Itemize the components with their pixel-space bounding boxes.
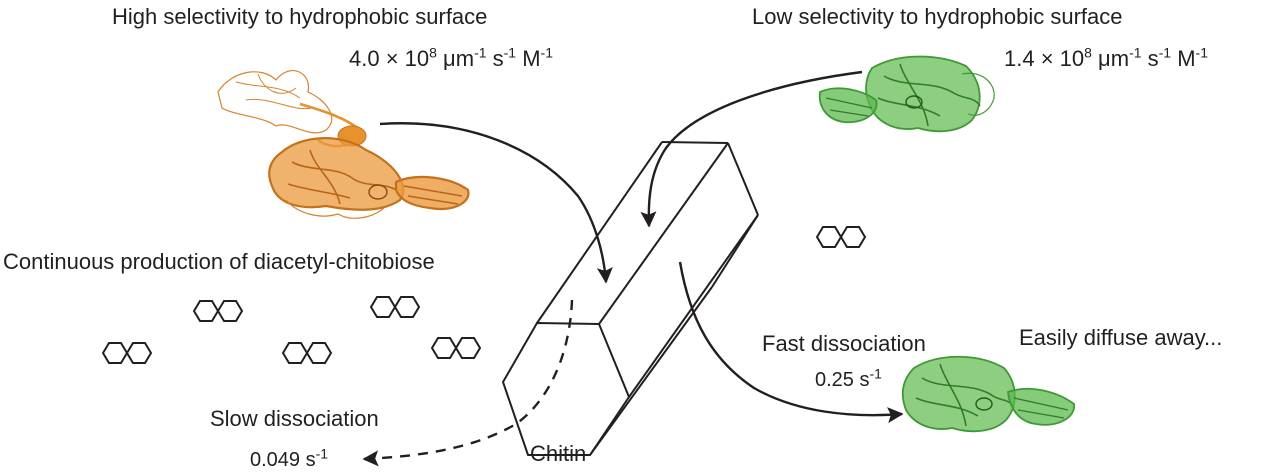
chitobiose-molecule (193, 300, 243, 322)
slow-dissociation-label: Slow dissociation (210, 406, 379, 431)
chitobiose-molecule (370, 296, 420, 318)
right-enzyme-rate: 1.4 × 108 μm-1 s-1 M-1 (1004, 44, 1208, 71)
left-enzyme-rate: 4.0 × 108 μm-1 s-1 M-1 (349, 44, 553, 71)
arrow-high-selectivity-binding (379, 122, 613, 284)
diffuse-label: Easily diffuse away... (1019, 325, 1223, 350)
chitobiose-molecule (816, 226, 866, 248)
chitin-label: Chitin (530, 441, 587, 466)
production-label: Continuous production of diacetyl-chitob… (3, 249, 435, 274)
arrow-slow-dissociation (362, 299, 574, 467)
left-enzyme-title-text: High selectivity to hydrophobic surface (112, 4, 488, 29)
slow-dissociation-rate: 0.049 s-1 (250, 445, 329, 471)
left-enzyme-structure (217, 70, 470, 219)
fast-dissociation-rate: 0.25 s-1 (815, 365, 882, 391)
right-enzyme-structure-top (818, 55, 995, 133)
chitobiose-molecule (282, 342, 332, 364)
right-enzyme-title: Low selectivity to hydrophobic surface (752, 4, 1123, 30)
right-enzyme-title-text: Low selectivity to hydrophobic surface (752, 4, 1123, 29)
left-enzyme-title: High selectivity to hydrophobic surface (112, 4, 487, 30)
fast-dissociation-label: Fast dissociation (762, 331, 926, 356)
arrow-low-selectivity-binding (640, 70, 863, 228)
chitin-crystal (502, 141, 759, 456)
chitobiose-molecule (431, 337, 481, 359)
chitobiose-molecule (102, 342, 152, 364)
arrow-fast-dissociation (678, 261, 904, 424)
right-enzyme-structure-bottom (901, 355, 1075, 433)
